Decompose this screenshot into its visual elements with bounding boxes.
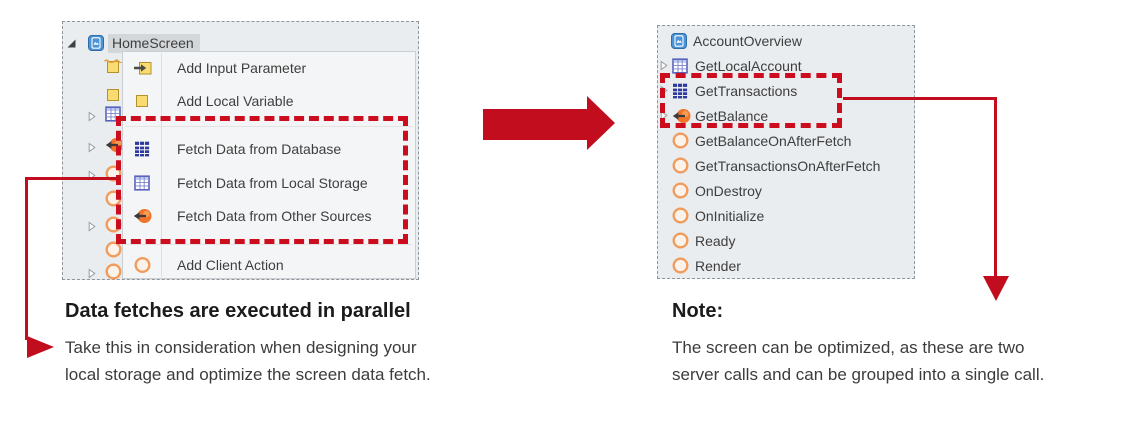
menu-item-fetch-data-from-database[interactable]: Fetch Data from Database (123, 133, 415, 165)
highlight-box-server-fetches (660, 73, 842, 128)
collapsed-toggle-icon[interactable] (88, 219, 96, 237)
warning-squiggle-icon (103, 50, 126, 68)
tree-item-homescreen-label[interactable]: HomeScreen (108, 33, 200, 53)
menu-item-add-local-variable[interactable]: Add Local Variable (123, 85, 415, 117)
screen-icon (671, 32, 687, 49)
tree-row-oninitialize[interactable]: OnInitialize (658, 203, 914, 228)
left-note-line2: local storage and optimize the screen da… (65, 365, 431, 384)
menu-item-fetch-data-from-local-storage[interactable]: Fetch Data from Local Storage (123, 167, 415, 199)
input-parameter-icon (131, 60, 153, 76)
local-variable-icon (105, 59, 121, 80)
client-action-icon (131, 256, 153, 274)
client-action-icon (105, 241, 122, 263)
collapsed-toggle-icon[interactable] (88, 266, 96, 284)
right-note-line1: The screen can be optimized, as these ar… (672, 338, 1025, 357)
big-arrow-shaft (483, 109, 587, 140)
accountoverview-tree-panel: AccountOverview GetLocalAccount GetTrans… (657, 25, 915, 279)
right-note: Note: The screen can be optimized, as th… (672, 300, 1121, 388)
big-arrow-head-icon (587, 96, 615, 150)
collapsed-toggle-icon[interactable] (88, 140, 96, 158)
menu-separator (125, 244, 413, 245)
client-action-icon (672, 232, 693, 249)
menu-item-add-input-parameter[interactable]: Add Input Parameter (123, 52, 415, 84)
left-note-line1: Take this in consideration when designin… (65, 338, 417, 357)
client-action-icon (672, 132, 693, 149)
tree-row-getlocalaccount[interactable]: GetLocalAccount (658, 53, 914, 78)
tree-row-gettransactionsonafterfetch[interactable]: GetTransactionsOnAfterFetch (658, 153, 914, 178)
connector-left-arrowhead-icon (27, 336, 54, 358)
data-action-icon (131, 208, 153, 224)
menu-item-add-client-action[interactable]: Add Client Action (123, 249, 415, 281)
local-variable-icon (105, 87, 121, 108)
screen-icon (88, 35, 104, 51)
tree-row-getbalanceonafterfetch[interactable]: GetBalanceOnAfterFetch (658, 128, 914, 153)
local-storage-table-icon (105, 106, 121, 127)
collapsed-toggle-icon[interactable] (88, 109, 96, 127)
right-note-line2: server calls and can be grouped into a s… (672, 365, 1045, 384)
left-note-body: Take this in consideration when designin… (65, 334, 565, 388)
tree-row-ready[interactable]: Ready (658, 228, 914, 253)
tree-row-render[interactable]: Render (658, 253, 914, 278)
connector-right-arrowhead-icon (983, 276, 1009, 301)
client-action-icon (672, 257, 693, 274)
expanded-toggle-icon[interactable] (66, 38, 77, 49)
client-action-icon (672, 182, 693, 199)
client-action-icon (672, 157, 693, 174)
local-storage-table-icon (131, 175, 153, 191)
client-action-icon (672, 207, 693, 224)
local-variable-icon (131, 93, 153, 109)
tree-row-homescreen[interactable]: HomeScreen (63, 30, 418, 56)
right-note-body: The screen can be optimized, as these ar… (672, 334, 1121, 388)
collapsed-toggle-icon[interactable] (660, 60, 672, 71)
tree-row-accountoverview[interactable]: AccountOverview (658, 28, 914, 53)
tree-row-ondestroy[interactable]: OnDestroy (658, 178, 914, 203)
menu-icon-column-separator (161, 53, 162, 277)
highlight-box-fetch-menu-items (116, 116, 408, 244)
account-overview-tree: AccountOverview GetLocalAccount GetTrans… (658, 26, 914, 278)
connector-left-vertical (25, 177, 28, 340)
connector-left-horizontal (25, 177, 120, 180)
data-action-icon (672, 108, 693, 124)
aggregate-icon (672, 83, 693, 99)
connector-right-vertical (994, 97, 997, 277)
left-note-heading: Data fetches are executed in parallel (65, 300, 411, 322)
menu-item-fetch-data-from-other-sources[interactable]: Fetch Data from Other Sources (123, 200, 415, 232)
aggregate-icon (131, 141, 153, 157)
menu-separator (125, 126, 413, 127)
local-storage-table-icon (672, 57, 693, 74)
right-note-heading: Note: (672, 300, 724, 322)
client-action-icon (105, 263, 122, 285)
connector-right-horizontal (843, 97, 997, 100)
left-note: Data fetches are executed in parallel Ta… (65, 300, 565, 388)
